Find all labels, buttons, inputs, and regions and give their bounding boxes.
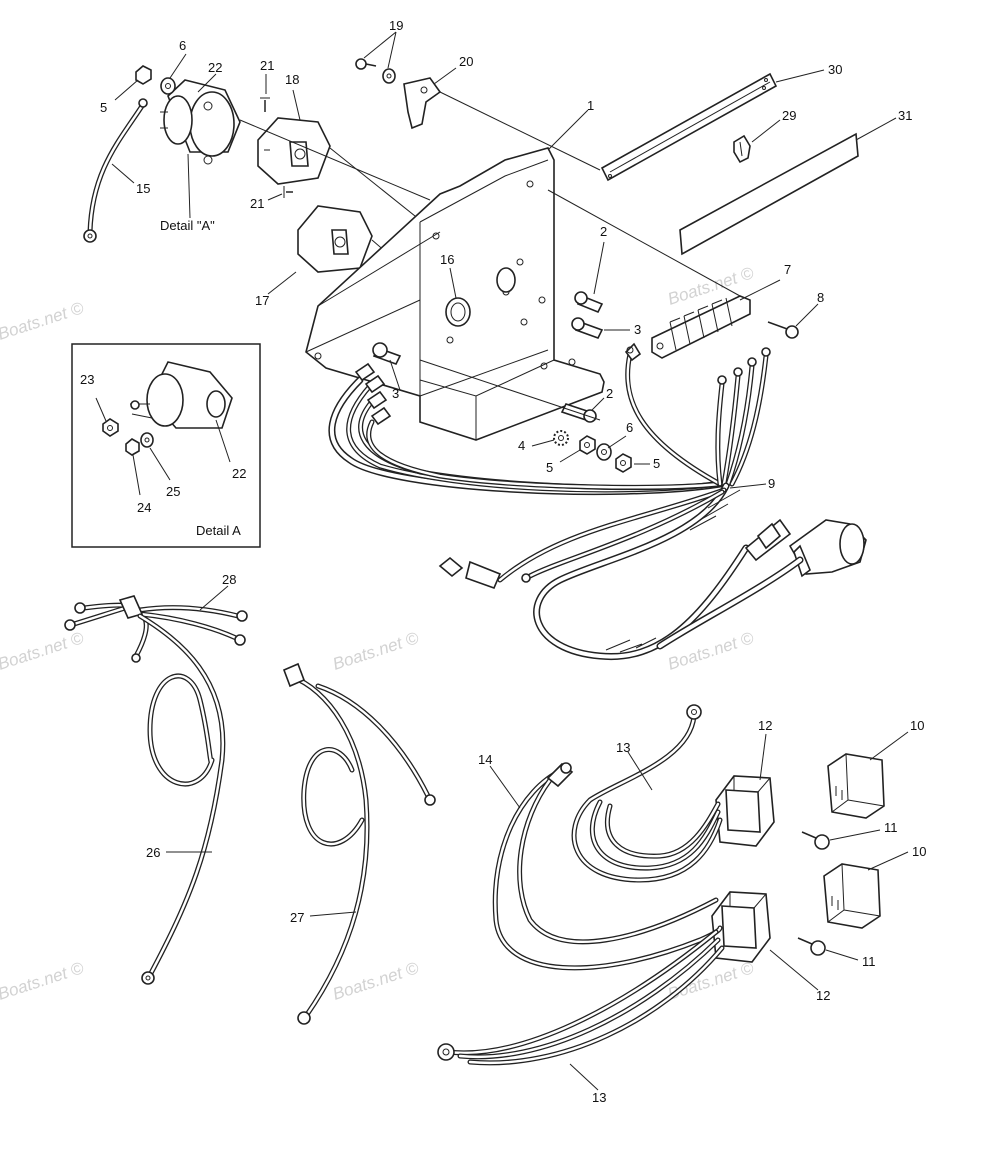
callout-5-top: 5 <box>100 100 107 115</box>
detail-a-panel: 23 24 25 22 Detail A <box>71 343 261 548</box>
grommet-16 <box>445 297 471 327</box>
callout-7: 7 <box>784 262 791 277</box>
terminal-block-7 <box>651 295 751 359</box>
callout-28: 28 <box>222 572 236 587</box>
callout-6-top: 6 <box>179 38 186 53</box>
callout-13-upper: 13 <box>616 740 630 755</box>
detail-a-title: Detail A <box>196 523 241 538</box>
callout-11-upper: 11 <box>884 820 898 835</box>
callout-15: 15 <box>136 181 150 196</box>
callout-22-detail: 22 <box>232 466 246 481</box>
callout-11-lower: 11 <box>862 954 876 969</box>
callout-24: 24 <box>137 500 151 515</box>
watermark: Boats.net © <box>0 958 86 1004</box>
solenoid-22 <box>160 79 241 165</box>
screw-3-left <box>372 342 402 365</box>
circuit-breaker-17 <box>297 205 373 273</box>
screw-21-top <box>260 97 270 112</box>
relay-10-lower <box>823 863 881 929</box>
screw-11-lower <box>797 937 826 956</box>
callout-10-lower: 10 <box>912 844 926 859</box>
callout-2-lower: 2 <box>606 386 613 401</box>
nut-5-top <box>135 65 152 85</box>
screw-2-upper <box>574 291 604 314</box>
solenoid-detail-drawing <box>130 361 233 429</box>
callout-3-left: 3 <box>392 386 399 401</box>
callout-5-mid: 5 <box>546 460 553 475</box>
callout-8: 8 <box>817 290 824 305</box>
bracket-20 <box>403 77 442 130</box>
nut-5-right <box>615 453 632 473</box>
callout-6-mid: 6 <box>626 420 633 435</box>
watermark: Boats.net © <box>665 958 756 1004</box>
star-washer-4 <box>553 430 569 446</box>
callout-12-lower: 12 <box>816 988 830 1003</box>
watermark: Boats.net © <box>330 628 421 674</box>
watermark: Boats.net © <box>0 628 86 674</box>
callout-12-upper: 12 <box>758 718 772 733</box>
callout-3-right: 3 <box>634 322 641 337</box>
watermark: Boats.net © <box>330 958 421 1004</box>
callout-14: 14 <box>478 752 492 767</box>
callout-17: 17 <box>255 293 269 308</box>
nut-23 <box>102 418 119 437</box>
nut-24 <box>125 438 140 456</box>
callout-10-upper: 10 <box>910 718 924 733</box>
wire-15 <box>83 98 148 243</box>
callout-1: 1 <box>587 98 594 113</box>
callout-20: 20 <box>459 54 473 69</box>
callout-19: 19 <box>389 18 403 33</box>
switch-12-upper <box>715 775 775 847</box>
tape-31 <box>679 132 859 256</box>
nut-5-mid <box>579 435 596 455</box>
callout-29: 29 <box>782 108 796 123</box>
callout-18: 18 <box>285 72 299 87</box>
callout-22: 22 <box>208 60 222 75</box>
detail-a-reference: Detail "A" <box>160 218 215 233</box>
wire-13-upper <box>571 704 723 883</box>
clip-29 <box>733 134 751 164</box>
harness-28 <box>64 595 248 663</box>
callout-30: 30 <box>828 62 842 77</box>
wiring-harness-9 <box>328 342 867 661</box>
callout-16: 16 <box>440 252 454 267</box>
screw-3-right <box>571 317 604 339</box>
callout-9: 9 <box>768 476 775 491</box>
callout-21-mid: 21 <box>250 196 264 211</box>
circuit-breaker-18 <box>257 117 331 185</box>
screw-21-mid <box>283 186 293 198</box>
screw-11-upper <box>801 831 830 850</box>
callout-13-lower: 13 <box>592 1090 606 1105</box>
screw-19 <box>355 58 396 84</box>
callout-26: 26 <box>146 845 160 860</box>
callout-23: 23 <box>80 372 94 387</box>
callout-4: 4 <box>518 438 525 453</box>
washer-6-mid <box>596 443 612 461</box>
washer-6-top <box>160 77 176 95</box>
cable-27 <box>282 662 436 1025</box>
cable-26 <box>137 613 226 985</box>
washer-25 <box>140 432 154 448</box>
screw-8 <box>767 321 799 339</box>
watermark: Boats.net © <box>0 298 86 344</box>
wire-13-lower <box>437 929 725 1066</box>
switch-12-lower <box>711 891 771 963</box>
callout-31: 31 <box>898 108 912 123</box>
callout-5-right: 5 <box>653 456 660 471</box>
strap-30 <box>600 72 778 182</box>
relay-10-upper <box>827 753 885 819</box>
callout-21-top: 21 <box>260 58 274 73</box>
callout-25: 25 <box>166 484 180 499</box>
callout-2-upper: 2 <box>600 224 607 239</box>
callout-27: 27 <box>290 910 304 925</box>
